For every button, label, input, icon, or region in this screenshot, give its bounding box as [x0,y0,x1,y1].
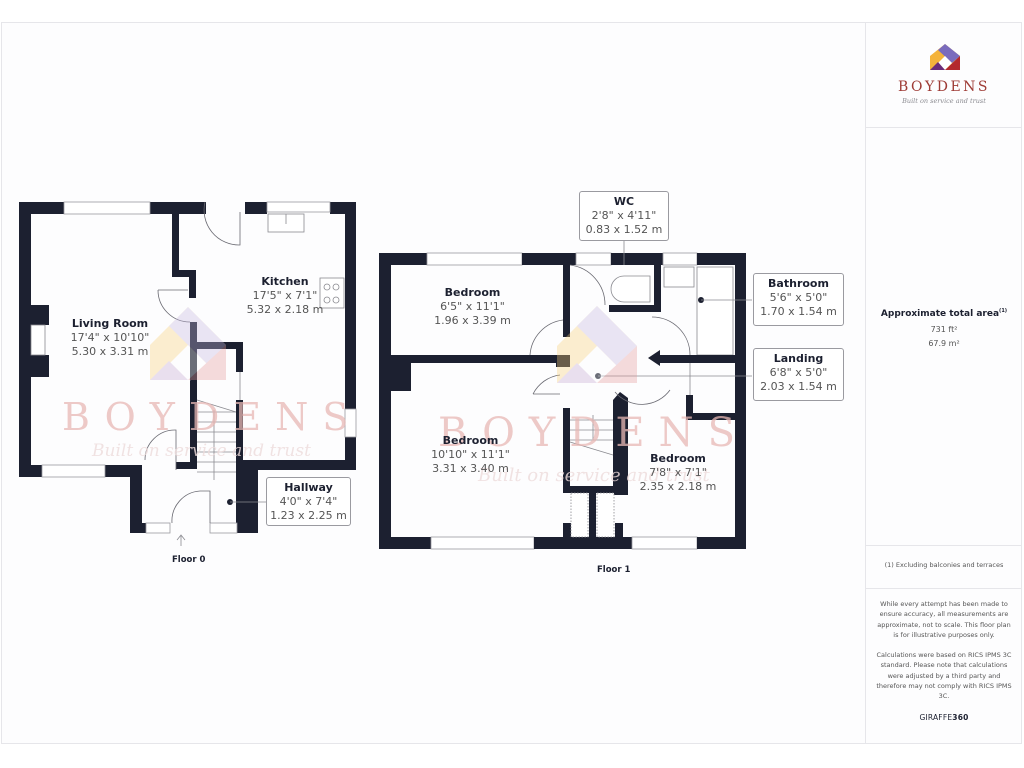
room-dim-metric: 0.83 x 1.52 m [585,223,663,236]
room-dim-metric: 3.31 x 3.40 m [432,462,509,475]
brand-tagline: Built on service and trust [902,97,986,105]
footnote-text: (1) Excluding balconies and terraces [884,561,1004,569]
room-dim-imperial: 17'5" x 7'1" [252,289,318,302]
floor-1-plan [379,230,752,550]
room-name: Bedroom [650,452,706,465]
room-dim-imperial: 7'8" x 7'1" [649,466,707,479]
disclaimer-section: While every attempt has been made to ens… [866,589,1022,744]
area-metric: 67.9 m² [928,339,960,348]
watermark-logo-floor-1 [557,306,637,386]
room-dim-imperial: 6'5" x 11'1" [440,300,505,313]
room-dim-metric: 1.70 x 1.54 m [760,305,837,318]
watermark-tagline-floor-0: Built on service and trust [92,441,311,461]
provider-suffix: 360 [952,713,969,722]
room-name: Kitchen [261,275,309,288]
provider-logo: GIRAFFE360 [866,713,1022,722]
brand-name: BOYDENS [897,79,991,95]
room-label-bedroom-1: Bedroom 6'5" x 11'1" 1.96 x 3.39 m [425,286,520,328]
room-dim-metric: 5.32 x 2.18 m [246,303,324,316]
floor-0-label: Floor 0 [172,555,206,565]
room-label-bathroom: Bathroom 5'6" x 5'0" 1.70 x 1.54 m [753,273,844,326]
room-dim-metric: 1.96 x 3.39 m [434,314,511,327]
room-dim-imperial: 4'0" x 7'4" [279,495,338,508]
room-label-living-room: Living Room 17'4" x 10'10" 5.30 x 3.31 m [60,317,160,359]
floorplan-frame [1,22,1022,744]
room-label-landing: Landing 6'8" x 5'0" 2.03 x 1.54 m [753,348,844,401]
watermark-logo-floor-0 [150,307,226,383]
room-dim-imperial: 10'10" x 11'1" [431,448,510,461]
room-dim-metric: 2.35 x 2.18 m [639,480,717,493]
disclaimer-paragraph-2: Calculations were based on RICS IPMS 3C … [876,651,1012,701]
area-title: Approximate total area(1) [866,308,1022,319]
room-label-bedroom-2: Bedroom 10'10" x 11'1" 3.31 x 3.40 m [418,434,523,476]
footnote-section: (1) Excluding balconies and terraces [866,546,1022,589]
room-dim-imperial: 2'8" x 4'11" [591,209,657,222]
room-dim-metric: 1.23 x 2.25 m [270,509,347,522]
disclaimer-paragraph-1: While every attempt has been made to ens… [877,600,1011,639]
info-sidebar: BOYDENS Built on service and trust Appro… [865,22,1022,744]
watermark-tagline-floor-1: Built on service and trust [478,465,710,486]
footnote-marker: (1) [999,308,1008,314]
room-label-bedroom-3: Bedroom 7'8" x 7'1" 2.35 x 2.18 m [633,452,723,494]
provider-prefix: GIRAFFE [919,713,953,722]
brand-section: BOYDENS Built on service and trust [866,22,1022,128]
area-imperial: 731 ft² [930,325,958,334]
watermark-brand-floor-0: BOYDENS [62,395,363,439]
room-dim-imperial: 6'8" x 5'0" [769,366,828,379]
room-dim-metric: 2.03 x 1.54 m [760,380,837,393]
room-name: Living Room [71,317,149,330]
room-name: Bedroom [442,434,499,447]
room-name: Hallway [284,481,333,494]
room-label-wc: WC 2'8" x 4'11" 0.83 x 1.52 m [579,191,669,241]
brand-logo-icon [930,44,960,70]
disclaimer-text: While every attempt has been made to ens… [876,599,1012,702]
area-title-text: Approximate total area [880,309,1000,319]
room-dim-metric: 5.30 x 3.31 m [71,345,149,358]
room-label-kitchen: Kitchen 17'5" x 7'1" 5.32 x 2.18 m [240,275,330,317]
room-name: Bathroom [768,277,829,290]
room-name: WC [613,195,635,208]
room-name: Bedroom [444,286,501,299]
room-dim-imperial: 5'6" x 5'0" [769,291,828,304]
room-name: Landing [773,352,824,365]
room-dim-imperial: 17'4" x 10'10" [70,331,150,344]
watermark-brand-floor-1: BOYDENS [438,410,750,456]
area-section: Approximate total area(1) 731 ft² 67.9 m… [866,128,1022,546]
floor-1-label: Floor 1 [597,565,631,575]
floor-0-plan [19,201,357,546]
room-label-hallway: Hallway 4'0" x 7'4" 1.23 x 2.25 m [266,477,351,526]
